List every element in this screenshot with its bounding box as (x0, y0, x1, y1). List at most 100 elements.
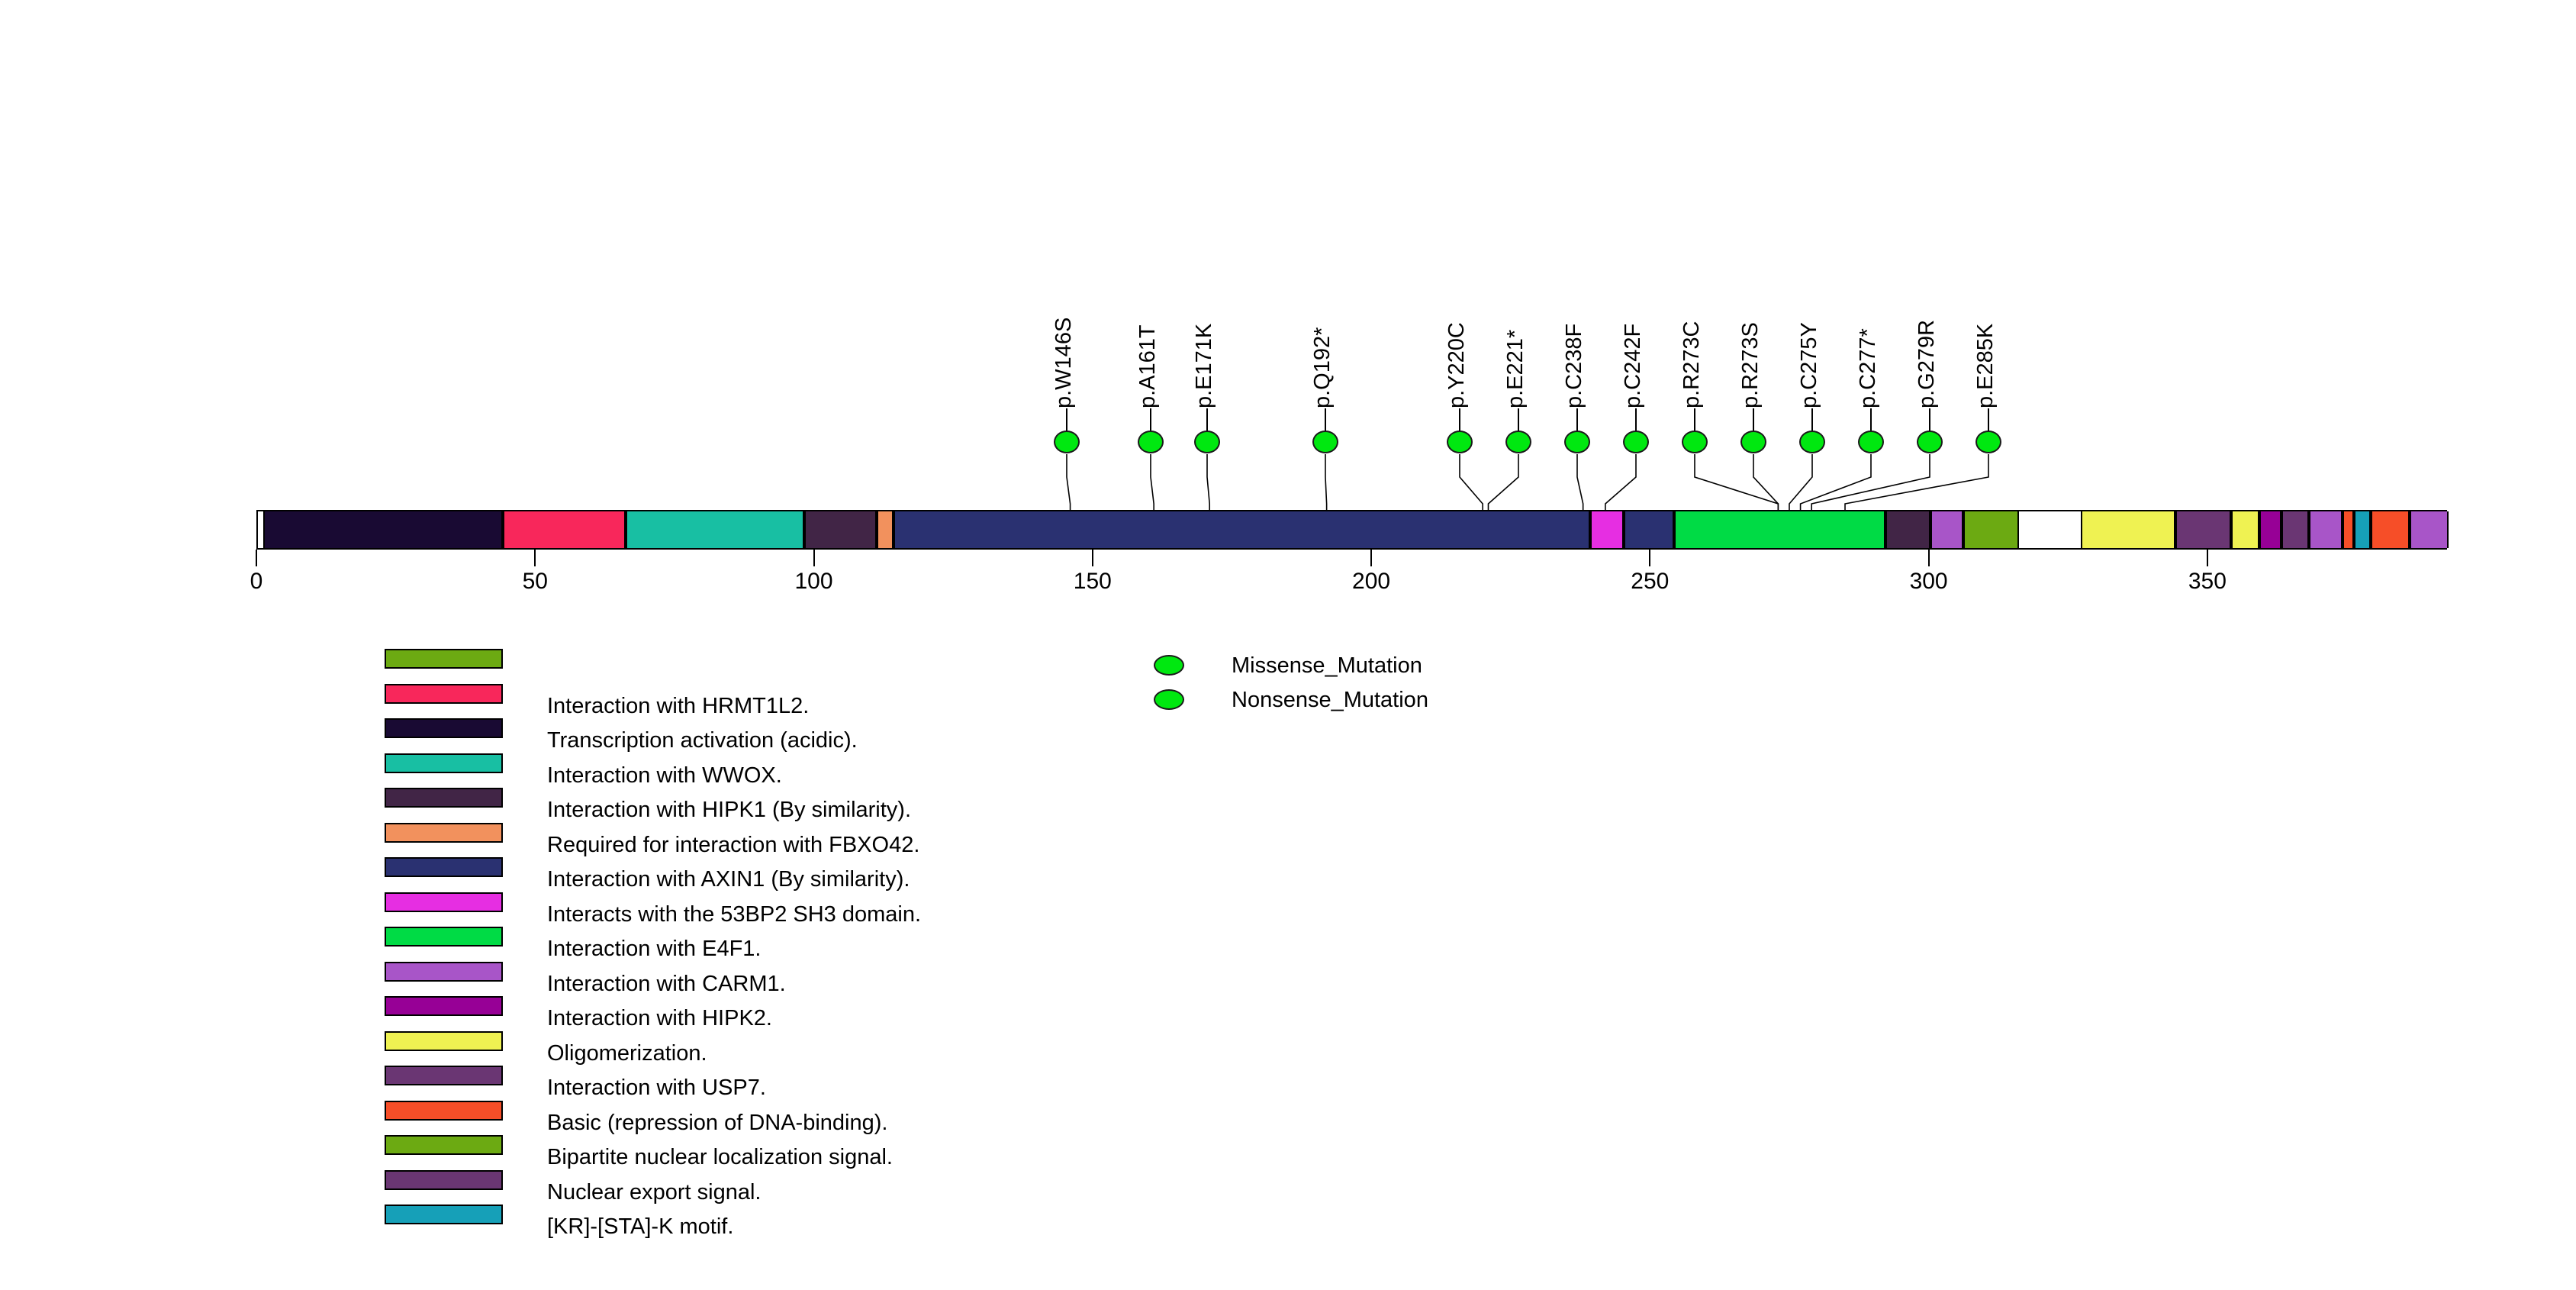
axis-tick (1927, 550, 1930, 566)
domain-legend-swatch (385, 718, 503, 738)
lollipop-head[interactable] (1858, 431, 1884, 453)
domain-segment[interactable] (1589, 511, 1624, 548)
lollipop-label-connector (1635, 408, 1637, 431)
lollipop-label-connector (1988, 408, 1989, 431)
lollipop-label-connector (1576, 408, 1578, 431)
lollipop-head[interactable] (1564, 431, 1590, 453)
domain-legend-row[interactable]: Interaction with AXIN1 (By similarity). (385, 856, 964, 892)
domain-legend-row[interactable]: Interacts with the 53BP2 SH3 domain. (385, 891, 964, 927)
domain-legend-swatch (385, 1205, 503, 1224)
domain-legend-row[interactable]: Interaction with HRMT1L2. (385, 682, 964, 718)
domain-segment[interactable] (2409, 511, 2449, 548)
lollipop-head[interactable] (1799, 431, 1825, 453)
lollipop-head[interactable] (1682, 431, 1708, 453)
mutation-label: p.Y220C (1444, 322, 1469, 408)
domain-legend-row[interactable]: Transcription activation (acidic). (385, 717, 964, 753)
domain-segment[interactable] (263, 511, 504, 548)
lollipop-head[interactable] (1975, 431, 2001, 453)
domain-legend-row[interactable] (385, 647, 964, 682)
domain-segment[interactable] (2353, 511, 2371, 548)
axis-tick (1091, 550, 1093, 566)
axis-tick-label: 350 (2188, 569, 2227, 594)
domain-segment[interactable] (2080, 511, 2176, 548)
domain-legend-swatch (385, 753, 503, 773)
domain-legend-row[interactable]: Interaction with E4F1. (385, 925, 964, 961)
lollipop-head[interactable] (1447, 431, 1473, 453)
domain-segment[interactable] (2175, 511, 2232, 548)
domain-legend-swatch (385, 892, 503, 912)
domain-legend-swatch (385, 822, 503, 843)
domain-segment[interactable] (1673, 511, 1886, 548)
domain-segment[interactable] (2281, 511, 2310, 548)
lollipop-head[interactable] (1505, 431, 1531, 453)
domain-segment[interactable] (2343, 511, 2354, 548)
domain-segment[interactable] (1623, 511, 1674, 548)
domain-legend-label: Transcription activation (acidic). (547, 728, 858, 753)
lollipop-label-connector (1150, 408, 1151, 431)
domain-legend-row[interactable]: [KR]-[STA]-K motif. (385, 1203, 964, 1239)
axis-tick-label: 300 (1909, 569, 1948, 594)
domain-segment[interactable] (1930, 511, 1964, 548)
lollipop-head[interactable] (1917, 431, 1943, 453)
domain-segment[interactable] (2370, 511, 2410, 548)
domain-legend-label: Basic (repression of DNA-binding). (547, 1110, 888, 1135)
domain-legend-row[interactable]: Basic (repression of DNA-binding). (385, 1099, 964, 1135)
domain-legend-row[interactable]: Oligomerization. (385, 1030, 964, 1066)
axis-tick (1370, 550, 1373, 566)
domain-legend-row[interactable]: Interaction with CARM1. (385, 960, 964, 996)
lollipop-head[interactable] (1194, 431, 1220, 453)
domain-segment[interactable] (876, 511, 894, 548)
mutation-label: p.A161T (1135, 324, 1160, 408)
axis-tick-label: 0 (250, 569, 263, 594)
domain-legend-row[interactable]: Bipartite nuclear localization signal. (385, 1134, 964, 1169)
mutation-label: p.G279R (1914, 319, 1939, 408)
lollipop-head[interactable] (1138, 431, 1164, 453)
axis-tick-label: 150 (1073, 569, 1112, 594)
protein-domain-track[interactable] (256, 510, 2449, 550)
lollipop-label-connector (1753, 408, 1754, 431)
domain-segment[interactable] (2309, 511, 2343, 548)
domain-legend-row[interactable]: Interaction with WWOX. (385, 752, 964, 788)
axis-tick (256, 550, 257, 566)
domain-segment[interactable] (1885, 511, 1930, 548)
domain-legend-row[interactable]: Interaction with USP7. (385, 1064, 964, 1100)
lollipop-head[interactable] (1740, 431, 1766, 453)
domain-segment[interactable] (2231, 511, 2259, 548)
domain-legend-label: Required for interaction with FBXO42. (547, 832, 920, 857)
mutation-label: p.R273C (1679, 321, 1704, 408)
domain-legend-label: [KR]-[STA]-K motif. (547, 1214, 734, 1239)
domain-segment[interactable] (1963, 511, 2020, 548)
domain-legend-row[interactable]: Interaction with HIPK2. (385, 995, 964, 1030)
lollipop-label-connector (1811, 408, 1813, 431)
domain-segment[interactable] (503, 511, 626, 548)
lollipop-head[interactable] (1623, 431, 1649, 453)
domain-legend-swatch (385, 1030, 503, 1051)
lollipop-head[interactable] (1054, 431, 1080, 453)
mutation-legend-label: Nonsense_Mutation (1232, 688, 1428, 712)
domain-legend-swatch (385, 857, 503, 877)
domain-segment[interactable] (2259, 511, 2281, 548)
domain-segment[interactable] (626, 511, 804, 548)
domain-legend-swatch (385, 1066, 503, 1085)
domain-segment[interactable] (803, 511, 877, 548)
domain-legend-row[interactable]: Interaction with HIPK1 (By similarity). (385, 786, 964, 822)
lollipop-head[interactable] (1312, 431, 1338, 453)
axis-tick-label: 100 (794, 569, 833, 594)
domain-legend-swatch (385, 927, 503, 947)
domain-segment[interactable] (893, 511, 1590, 548)
domain-legend-swatch (385, 649, 503, 669)
domain-legend-label: Interaction with CARM1. (547, 971, 786, 996)
domain-legend-row[interactable]: Required for interaction with FBXO42. (385, 821, 964, 857)
domain-legend-swatch (385, 683, 503, 704)
domain-legend-label: Nuclear export signal. (547, 1179, 762, 1205)
lollipop-label-connector (1929, 408, 1930, 431)
mutation-label: p.E285K (1973, 323, 1998, 408)
axis-tick-label: 200 (1352, 569, 1391, 594)
domain-legend-label: Interaction with USP7. (547, 1076, 766, 1100)
domain-legend-label: Oligomerization. (547, 1040, 707, 1066)
lollipop-label-connector (1870, 408, 1872, 431)
domain-legend-row[interactable]: Nuclear export signal. (385, 1169, 964, 1205)
